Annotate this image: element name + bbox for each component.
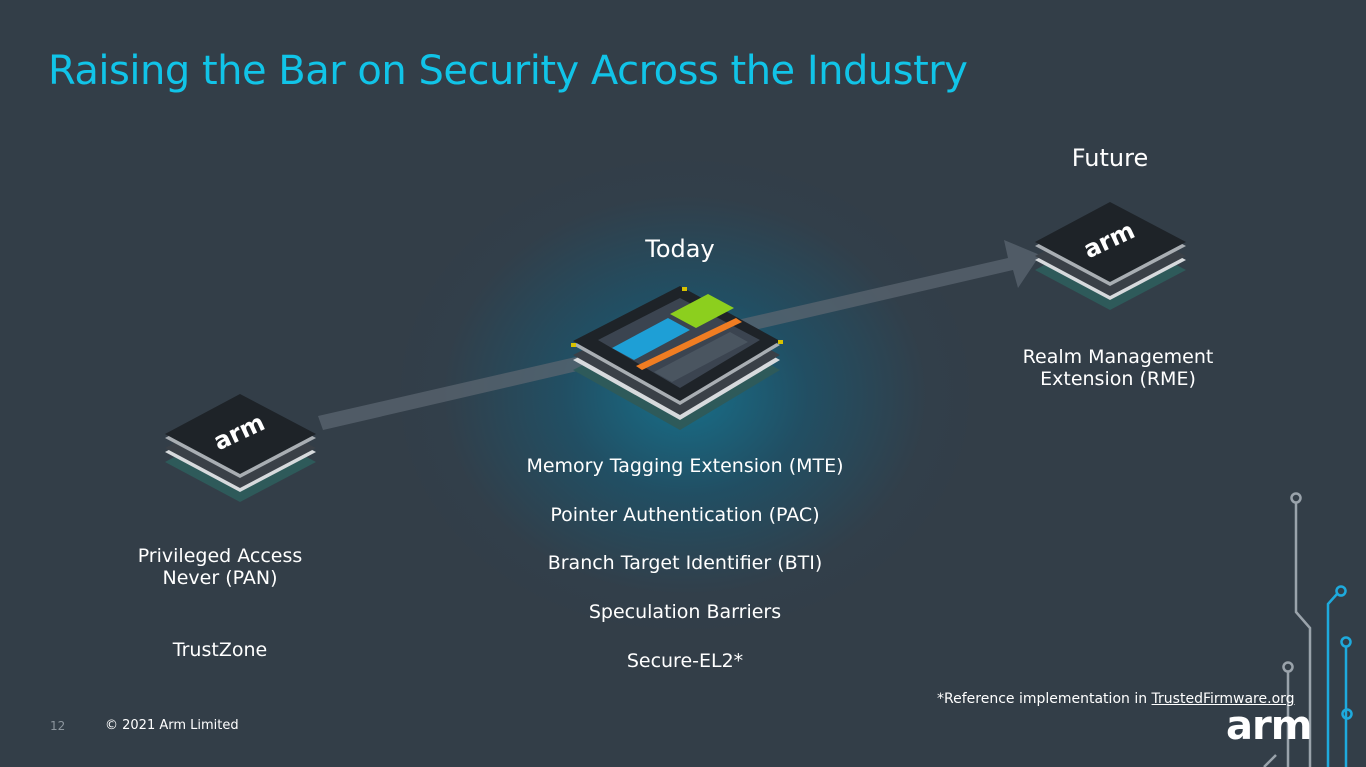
die-bar-orange xyxy=(636,318,742,370)
past-line-1: Privileged Access xyxy=(137,545,303,567)
today-chip xyxy=(571,286,783,430)
feature-secure-el2: Secure-EL2* xyxy=(626,650,744,672)
feature-bti: Branch Target Identifier (BTI) xyxy=(547,552,823,574)
trustedfirmware-link[interactable]: TrustedFirmware.org xyxy=(1151,691,1295,707)
future-chip xyxy=(1035,202,1186,310)
feature-mte: Memory Tagging Extension (MTE) xyxy=(526,455,844,477)
copyright: © 2021 Arm Limited xyxy=(105,718,239,733)
past-trustzone-label: TrustZone xyxy=(172,639,268,661)
feature-pac: Pointer Authentication (PAC) xyxy=(550,504,820,526)
arm-logo: arm xyxy=(1226,703,1312,749)
past-line-2: Never (PAN) xyxy=(162,567,278,589)
die-block-blue xyxy=(612,318,690,360)
future-line-1: Realm Management xyxy=(1022,346,1214,368)
past-chip xyxy=(165,394,316,502)
page-number: 12 xyxy=(50,719,66,733)
feature-speculation-barriers: Speculation Barriers xyxy=(588,601,782,623)
future-heading: Future xyxy=(1071,144,1149,172)
future-feature-label: Realm Management Extension (RME) xyxy=(1008,346,1228,390)
future-line-2: Extension (RME) xyxy=(1040,368,1196,390)
circuit-decoration xyxy=(1263,492,1353,767)
today-heading: Today xyxy=(645,235,715,263)
footnote: *Reference implementation in TrustedFirm… xyxy=(937,691,1295,707)
slide-title: Raising the Bar on Security Across the I… xyxy=(48,48,968,94)
past-feature-label: Privileged Access Never (PAN) xyxy=(120,545,320,589)
die-block-green xyxy=(670,294,734,328)
footnote-text: *Reference implementation in xyxy=(937,691,1152,707)
